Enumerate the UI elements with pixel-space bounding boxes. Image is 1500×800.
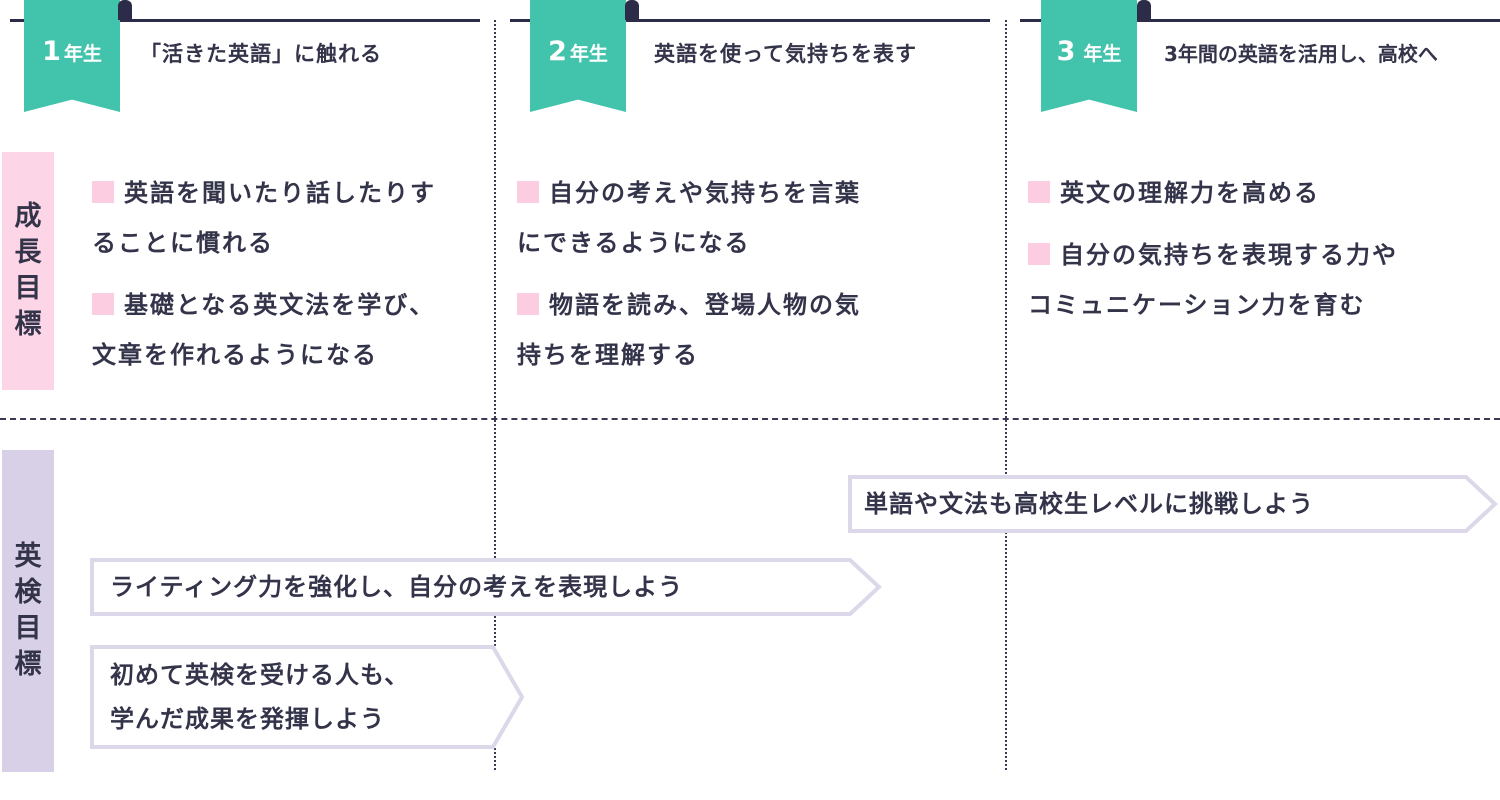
bullet-square-icon [92,181,114,203]
year1-label: 年生 [63,43,102,65]
arrow-shape [848,475,1498,533]
divider-year1-year2 [494,20,496,770]
arrow-shape [90,645,525,749]
arrow-shape [90,558,882,616]
divider-year2-year3 [1005,20,1007,770]
bullet-square-icon [517,293,539,315]
year2-tab-end [625,0,639,20]
growth-goal-label: 成 長 目 標 [2,152,54,390]
eiken-arrow-year2: ライティング力を強化し、自分の考えを表現しよう [90,558,882,616]
year2-number: 2 [548,36,567,67]
bullet-square-icon [1028,243,1050,265]
eiken-goal-label: 英 検 目 標 [2,450,54,772]
eiken-arrow-year3: 単語や文法も高校生レベルに挑戦しよう [848,475,1498,533]
eiken-goal-year2-text: ライティング力を強化し、自分の考えを表現しよう [110,573,684,601]
year2-top-line [510,19,990,22]
eiken-goal-year1-line2: 学んだ成果を発揮しよう [110,705,385,733]
year1-tab-end [118,0,132,20]
bullet-square-icon [1028,181,1050,203]
year3-goal-1: 英文の理解力を高める [1028,168,1320,218]
year1-number: 1 [42,36,61,67]
year2-goal-1: 自分の考えや気持ちを言葉 にできるようになる [517,179,861,257]
year2-title: 英語を使って気持ちを表す [654,42,917,66]
year3-tab-end [1137,0,1151,20]
divider-growth-eiken [0,418,1500,420]
year3-top-line [1020,19,1500,22]
eiken-goal-year3-text: 単語や文法も高校生レベルに挑戦しよう [864,490,1314,518]
year1-goal-2: 基礎となる英文法を学び、 文章を作れるようになる [92,291,436,369]
year3-ribbon: 3 年生 [1041,0,1137,112]
year2-label: 年生 [569,43,608,65]
year1-top-line [10,19,480,22]
year1-goal-1: 英語を聞いたり話したりす ることに慣れる [92,179,436,257]
year3-label: 年生 [1083,43,1122,65]
year3-title: 3年間の英語を活用し、高校へ [1164,42,1438,66]
eiken-arrow-year1: 初めて英検を受ける人も、 学んだ成果を発揮しよう [90,645,525,749]
year3-goal-2: 自分の気持ちを表現する力や コミュニケーション力を育む [1028,241,1398,319]
bullet-square-icon [92,293,114,315]
bullet-square-icon [517,181,539,203]
year3-number: 3 [1056,36,1076,67]
year2-goal-2: 物語を読み、登場人物の気 持ちを理解する [517,291,861,369]
year1-title: 「活きた英語」に触れる [140,42,382,66]
eiken-goal-year1-line1: 初めて英検を受ける人も、 [110,661,410,689]
